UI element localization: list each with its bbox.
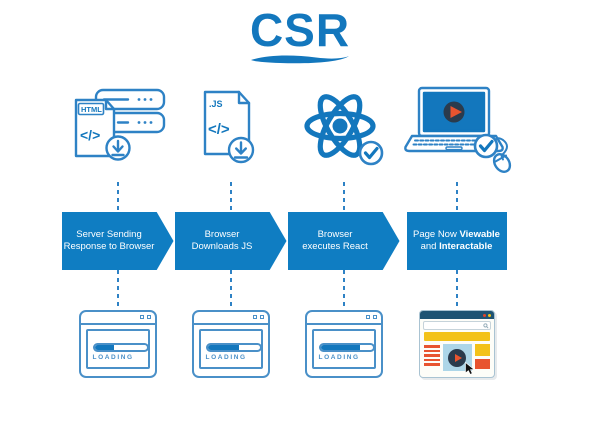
window-content: LOADING bbox=[311, 329, 376, 369]
download-badge-icon bbox=[104, 135, 131, 161]
js-file-download-icon: .JS </> bbox=[179, 84, 283, 182]
title-underline-swoosh bbox=[251, 55, 349, 64]
mouse-cursor-icon bbox=[464, 362, 475, 375]
window-titlebar bbox=[80, 312, 155, 325]
step-banner-1: Server Sending Response to Browser bbox=[61, 212, 174, 270]
connector-line bbox=[342, 270, 345, 310]
banner-line-1: Browser bbox=[317, 228, 353, 240]
progress-fill bbox=[207, 345, 239, 350]
banner-line-1: Browser bbox=[204, 228, 240, 240]
play-button bbox=[448, 348, 466, 367]
window-control-icon bbox=[252, 315, 257, 319]
step-banner-3: Browser executes React bbox=[287, 212, 400, 270]
title-block: CSR bbox=[0, 6, 600, 66]
download-badge-icon bbox=[227, 136, 254, 164]
connector-line bbox=[455, 182, 458, 212]
react-logo-check-icon bbox=[292, 84, 396, 182]
text-line bbox=[423, 363, 440, 366]
text-line bbox=[423, 345, 440, 348]
connector-line bbox=[455, 270, 458, 310]
progress-fill bbox=[94, 345, 115, 350]
page-header-block bbox=[423, 332, 490, 341]
step-banner-2: Browser Downloads JS bbox=[174, 212, 287, 270]
progress-bar bbox=[318, 343, 375, 352]
red-dot-icon bbox=[482, 313, 486, 317]
connector-line bbox=[229, 182, 232, 212]
progress-bar bbox=[205, 343, 262, 352]
page-title: CSR bbox=[249, 4, 351, 56]
banner-bold-viewable: Viewable bbox=[459, 228, 500, 240]
window-titlebar bbox=[193, 312, 268, 325]
browser-window-loading-3: LOADING bbox=[304, 310, 383, 378]
steps-row: HTML </> Server Sending Response to Brow… bbox=[61, 84, 513, 378]
text-line bbox=[423, 354, 440, 357]
js-file-label: .JS bbox=[209, 99, 223, 109]
text-line bbox=[423, 358, 440, 362]
window-titlebar bbox=[306, 312, 381, 325]
browser-window-rendered bbox=[418, 310, 495, 378]
html-file-label: HTML bbox=[81, 105, 102, 114]
text-lines-block bbox=[423, 345, 440, 366]
yellow-dot-icon bbox=[487, 313, 491, 317]
orange-block bbox=[474, 359, 490, 369]
loading-label: LOADING bbox=[205, 354, 247, 361]
step-column-4: Page Now Viewable and Interactable bbox=[400, 84, 513, 378]
connector-line bbox=[342, 182, 345, 212]
mouse-icon bbox=[492, 153, 511, 173]
window-control-icon bbox=[139, 315, 144, 319]
loading-label: LOADING bbox=[92, 354, 134, 361]
play-triangle-icon bbox=[454, 353, 462, 362]
address-bar bbox=[422, 321, 491, 330]
window-control-icon bbox=[372, 315, 377, 319]
laptop-play-check-mouse-icon bbox=[399, 84, 515, 182]
yellow-block bbox=[474, 344, 490, 356]
video-player-block bbox=[442, 344, 475, 375]
window-content: LOADING bbox=[85, 329, 150, 369]
window-control-icon bbox=[146, 315, 151, 319]
check-badge-icon bbox=[358, 140, 383, 166]
code-glyph: </> bbox=[80, 127, 100, 143]
browser-window-loading-2: LOADING bbox=[191, 310, 270, 378]
text-line bbox=[423, 349, 440, 353]
connector-line bbox=[116, 182, 119, 212]
banner-line-2: Downloads JS bbox=[191, 241, 253, 252]
window-control-icon bbox=[365, 315, 370, 319]
side-blocks bbox=[474, 344, 490, 369]
banner-line-2: Response to Browser bbox=[63, 241, 155, 252]
check-badge-icon bbox=[473, 133, 498, 159]
banner-line-1: Server Sending bbox=[76, 228, 142, 240]
progress-bar bbox=[92, 343, 149, 352]
loading-label: LOADING bbox=[318, 354, 360, 361]
step-column-3: Browser executes React LOADING bbox=[287, 84, 400, 378]
step-banner-4: Page Now Viewable and Interactable bbox=[406, 212, 507, 270]
connector-line bbox=[116, 270, 119, 310]
window-content: LOADING bbox=[198, 329, 263, 369]
window-titlebar bbox=[419, 311, 494, 319]
connector-line bbox=[229, 270, 232, 310]
progress-fill bbox=[320, 345, 361, 350]
banner-line-1: Page Now bbox=[413, 228, 460, 240]
code-glyph: </> bbox=[208, 121, 230, 138]
window-control-icon bbox=[259, 315, 264, 319]
play-triangle-icon bbox=[450, 106, 462, 118]
browser-window-loading-1: LOADING bbox=[78, 310, 157, 378]
banner-line-2: executes React bbox=[302, 241, 368, 252]
step-column-2: .JS </> Browser Downloads JS bbox=[174, 84, 287, 378]
server-html-download-icon: HTML </> bbox=[66, 84, 170, 182]
page-content bbox=[420, 330, 494, 375]
banner-line-2: and bbox=[420, 241, 440, 252]
banner-bold-interactable: Interactable bbox=[439, 241, 493, 252]
search-icon bbox=[482, 322, 489, 329]
step-column-1: HTML </> Server Sending Response to Brow… bbox=[61, 84, 174, 378]
